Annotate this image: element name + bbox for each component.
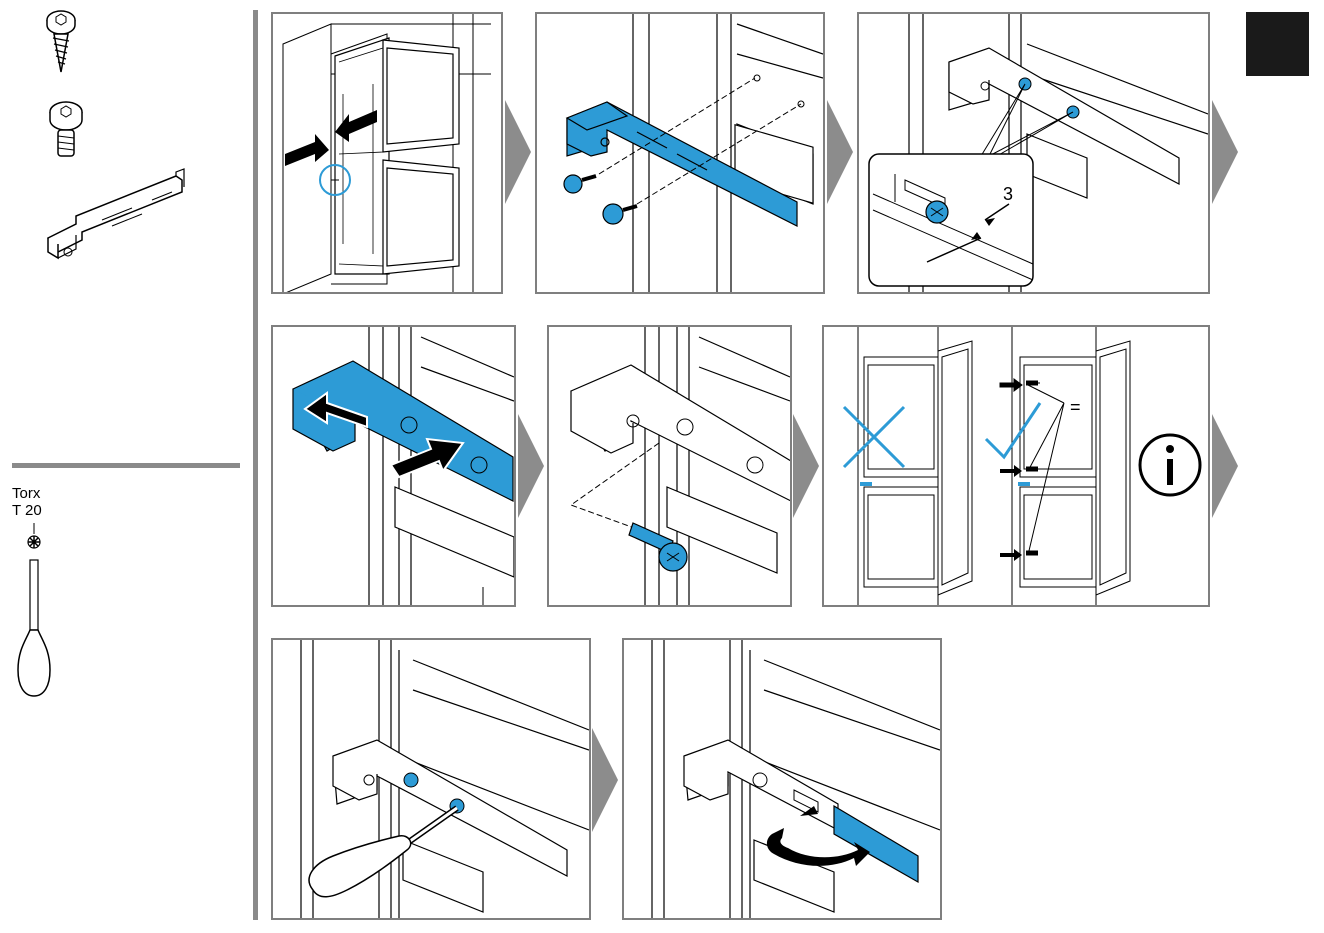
step-2-next-arrow: [827, 100, 853, 204]
torx-screwdriver-icon: [14, 520, 54, 700]
step-7-panel: [271, 638, 591, 920]
corner-marker-block: [1246, 12, 1309, 76]
step-8-illustration: [624, 640, 940, 918]
step-7-illustration: [273, 640, 589, 918]
step-3-next-arrow: [1212, 100, 1238, 204]
step-6-next-arrow: [1212, 414, 1238, 518]
step-3-illustration: [859, 14, 1208, 292]
step-2-panel: [535, 12, 825, 294]
step-6-panel: =: [822, 325, 1210, 607]
step-5-illustration: [549, 327, 790, 605]
rail-bracket-icon: [42, 168, 192, 278]
machine-screw-icon: [42, 100, 90, 162]
step-4-panel: [271, 325, 516, 607]
step-1-panel: [271, 12, 503, 294]
step-2-illustration: [537, 14, 823, 292]
step-1-next-arrow: [505, 100, 531, 204]
step-4-illustration: [273, 327, 514, 605]
step-5-next-arrow: [793, 414, 819, 518]
step-6-illustration: [824, 327, 1208, 605]
step-5-panel: [547, 325, 792, 607]
step-6-equal-sign: =: [1070, 399, 1081, 416]
tapping-screw-icon: [38, 8, 88, 76]
column-separator: [253, 10, 258, 920]
step-7-next-arrow: [592, 728, 618, 832]
parts-column: Torx T 20: [0, 0, 245, 933]
step-8-panel: [622, 638, 942, 920]
tool-name-label: Torx: [12, 485, 40, 502]
tool-size-label: T 20: [12, 502, 42, 519]
step-1-illustration: [273, 14, 501, 292]
step-3-dimension-label: 3: [1003, 186, 1013, 203]
parts-divider: [12, 463, 240, 468]
step-3-panel: 3: [857, 12, 1210, 294]
step-4-next-arrow: [518, 414, 544, 518]
